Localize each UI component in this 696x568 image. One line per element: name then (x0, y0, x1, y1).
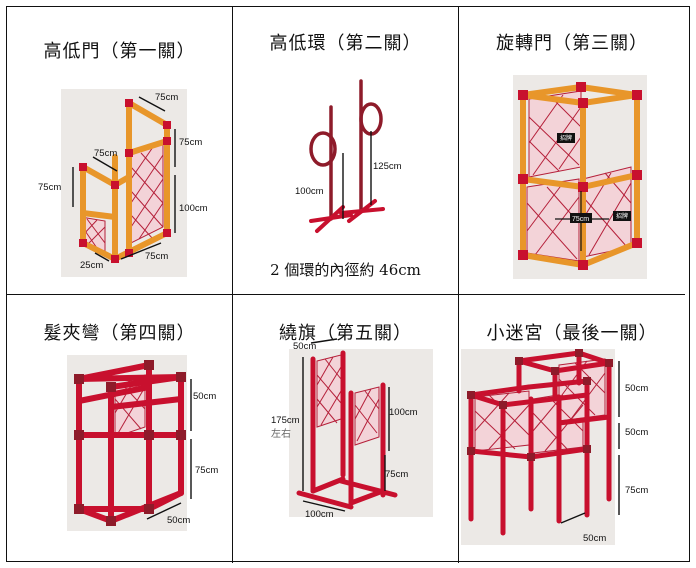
stage-2-dim-low: 100cm (295, 186, 324, 197)
stage-3-sign-side (613, 211, 631, 221)
stage-5-dim-flag-width: 50cm (293, 341, 316, 352)
stage-6-dimension-arrows (560, 361, 620, 524)
stage-4-connectors (74, 360, 186, 526)
stage-4-diagram: 50cm 75cm 50cm (67, 355, 218, 531)
stage-5-approx-note: 左右 (271, 427, 291, 440)
stage-6-dim-legs: 75cm (625, 485, 648, 496)
stage-2-dimension-arrows (342, 131, 372, 219)
stage-2-dim-high: 125cm (373, 161, 402, 172)
stage-1-dim-width: 75cm (145, 251, 168, 262)
stage-4-dim-lower: 75cm (195, 465, 218, 476)
stage-3-connectors (518, 82, 642, 270)
stage-1-frame (80, 100, 170, 262)
stage-6-cell: 小迷宮（最後一關） (459, 295, 685, 563)
stage-4-title: 髮夾彎（第四關） (43, 323, 196, 344)
stage-5-dim-flag-height: 75cm (385, 469, 408, 480)
stage-1-dimension-arrows (72, 96, 176, 262)
stage-5-flag-tall (316, 354, 342, 428)
stage-3-diagram: 招牌 招牌 75cm (513, 75, 647, 279)
stage-5-diagram: 50cm 175cm 左右 100cm 75cm 100cm (271, 338, 433, 520)
stage-2-cell: 高低環（第二關） 125cm 100cm 2 個環的內徑約 46cm (233, 7, 459, 295)
stage-2-high-ring (359, 102, 383, 136)
stage-1-dim-offset: 25cm (80, 260, 103, 271)
stage-1-dim-low-height: 75cm (38, 182, 61, 193)
stage-2-low-ring (309, 131, 337, 167)
stage-4-cell: 髮夾彎（第四關） (7, 295, 233, 563)
stage-6-title: 小迷宮（最後一關） (486, 323, 658, 344)
stage-2-title: 高低環（第二關） (269, 33, 422, 54)
stage-1-dim-top-depth: 75cm (155, 92, 178, 103)
stage-3-lattice-lines (526, 94, 632, 260)
stage-5-dim-spacing: 100cm (305, 509, 334, 520)
stage-1-lattice-tall (130, 142, 164, 244)
stage-5-title: 繞旗（第五關） (279, 323, 412, 344)
stage-1-cell: 高低門（第一關） (7, 7, 233, 295)
stage-3-cell: 旋轉門（第三關） (459, 7, 685, 295)
stage-1-title: 高低門（第一關） (43, 41, 196, 62)
stage-1-dim-upper-height: 75cm (179, 137, 202, 148)
stage-5-dim-short-height: 100cm (389, 407, 418, 418)
stage-6-dim-middle: 50cm (625, 427, 648, 438)
stage-5-dim-tall-height: 175cm (271, 415, 300, 426)
stage-2-diagram: 125cm 100cm (295, 79, 402, 233)
stage-2-base (309, 199, 385, 233)
stage-1-dim-low-depth: 75cm (94, 148, 117, 159)
stage-3-dim-width: 75cm (572, 216, 589, 223)
obstacle-course-table: 高低門（第一關） (6, 6, 690, 563)
stage-6-connectors (467, 349, 613, 461)
stage-4-dim-upper: 50cm (193, 391, 216, 402)
stage-1-diagram: 75cm 75cm 75cm 75cm 100cm 75cm 25cm (38, 89, 208, 277)
stage-5-lattice-lines (316, 356, 380, 442)
stage-6-diagram: 50cm 50cm 75cm 50cm (461, 349, 648, 545)
stage-5-poles (296, 350, 398, 510)
stage-3-title: 旋轉門（第三關） (496, 33, 648, 54)
stage-1-lattice-lines (80, 146, 164, 252)
stage-3-sign-upper (557, 133, 575, 143)
stage-3-dim-box (570, 213, 592, 223)
stage-4-dim-width: 50cm (167, 515, 190, 526)
stage-6-frame (468, 350, 612, 536)
stage-2-ring-note: 2 個環的內徑約 46cm (270, 261, 421, 279)
stage-6-dim-top: 50cm (625, 383, 648, 394)
stage-3-sign-side-text: 招牌 (616, 212, 628, 220)
stage-1-dim-tall-height: 100cm (179, 203, 208, 214)
stage-4-dimension-arrows (146, 379, 192, 520)
stage-5-cell: 繞旗（第五關） (233, 295, 459, 563)
stage-6-dim-width: 50cm (583, 533, 606, 544)
stage-3-sign-upper-text: 招牌 (560, 134, 572, 142)
stage-1-connectors (79, 99, 171, 263)
stage-5-dimension-arrows (302, 338, 390, 512)
